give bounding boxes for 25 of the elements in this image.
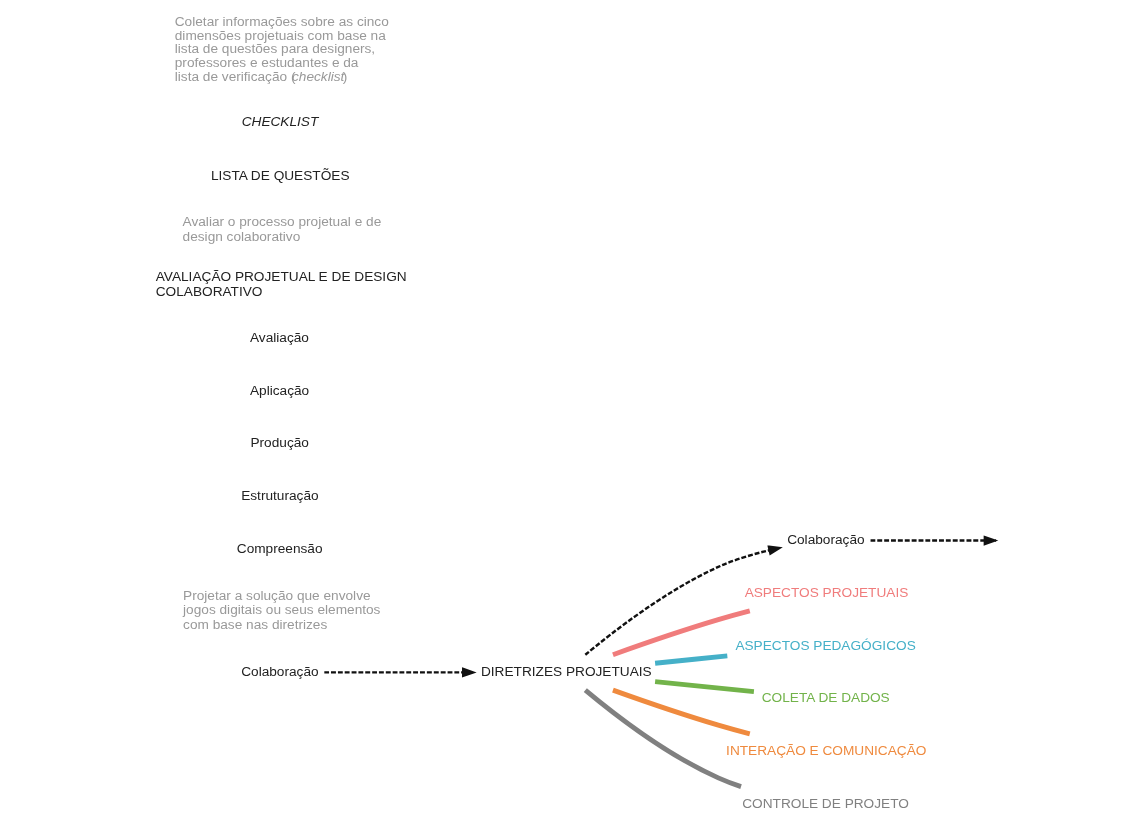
node-text: Colaboração	[787, 532, 865, 548]
label: LISTA DE QUESTÕES	[210, 167, 350, 183]
label: Avaliação	[249, 329, 309, 345]
label: Produção	[250, 435, 309, 451]
arrow	[584, 545, 783, 656]
label: Estruturação	[241, 488, 319, 504]
label: Aplicação	[249, 382, 310, 398]
label: Avaliar o processo projetual e de design colaborativo	[182, 214, 382, 244]
node-text: Colaboração	[241, 664, 319, 680]
label: Compreensão	[236, 540, 323, 556]
node-text: DIRETRIZES PROJETUAIS	[480, 664, 652, 680]
connector	[654, 679, 755, 695]
arrow	[324, 667, 477, 678]
node-text: INTERAÇÃO E COMUNICAÇÃO	[726, 743, 927, 759]
label: Projetar a solução que envolve jogos digitais ou seus elementos com base nas diretrizes	[183, 587, 381, 633]
connector	[612, 687, 751, 737]
connector	[612, 608, 751, 657]
connector	[583, 688, 742, 789]
node-text: ASPECTOS PEDAGÓGICOS	[735, 637, 916, 653]
node-text: COLETA DE DADOS	[761, 690, 890, 706]
label: CHECKLIST	[241, 114, 319, 130]
node-text: CONTROLE DE PROJETO	[742, 795, 909, 811]
node-text: ASPECTOS PROJETUAIS	[744, 584, 909, 600]
label: AVALIAÇÃO PROJETUAL E DE DESIGN COLABORATIVO	[155, 268, 407, 299]
connector	[654, 653, 728, 666]
